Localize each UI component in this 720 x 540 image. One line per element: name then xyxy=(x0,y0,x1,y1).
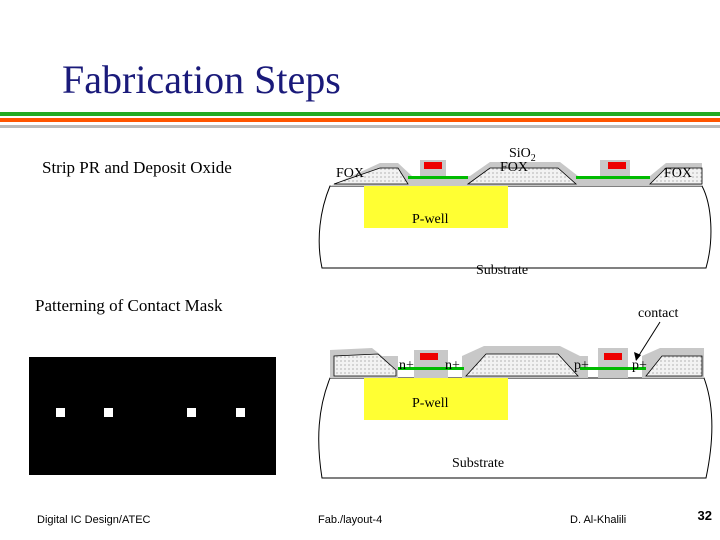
p-plus-label-2: p+ xyxy=(632,358,647,373)
poly-gate-2a xyxy=(420,353,438,360)
contact-mask-hole-3 xyxy=(187,408,196,417)
diffusion-1b xyxy=(576,176,650,179)
sio2-text: SiO xyxy=(509,146,531,161)
fox-region-right-1 xyxy=(649,167,703,185)
title-bar-gray xyxy=(0,125,720,128)
pwell-2 xyxy=(364,378,508,420)
contact-mask-hole-4 xyxy=(236,408,245,417)
pwell-label-2: P-well xyxy=(412,396,449,411)
p-plus-label-1: p+ xyxy=(574,358,589,373)
n-plus-label-1: n+ xyxy=(399,358,414,373)
poly-gate-2b xyxy=(604,353,622,360)
contact-mask-hole-2 xyxy=(104,408,113,417)
footer-left: Digital IC Design/ATEC xyxy=(37,514,151,526)
fox-label-right-1: FOX xyxy=(664,166,693,181)
oxide-layer-2d xyxy=(598,348,628,378)
title-bar-green xyxy=(0,112,720,116)
step-2-label: Patterning of Contact Mask xyxy=(35,296,223,315)
fox-label-left-1: FOX xyxy=(336,166,365,181)
contact-label: contact xyxy=(638,306,679,321)
poly-gate-1a xyxy=(424,162,442,169)
substrate-label-1: Substrate xyxy=(476,263,529,278)
page-number: 32 xyxy=(697,508,712,523)
n-plus-label-2: n+ xyxy=(445,358,460,373)
pwell-label-1: P-well xyxy=(412,212,449,227)
pwell-1 xyxy=(364,186,508,228)
fox-region-left-1 xyxy=(333,167,409,185)
contact-arrowhead xyxy=(634,352,641,361)
contact-arrow xyxy=(635,321,661,361)
title-bar-orange xyxy=(0,118,720,122)
sio2-subscript: 2 xyxy=(530,152,536,164)
fox-region-left-2 xyxy=(333,353,397,377)
footer-center: Fab./layout-4 xyxy=(318,514,383,526)
fox-region-right-2 xyxy=(645,355,703,377)
fox-region-center-2 xyxy=(465,353,579,377)
contact-mask-hole-1 xyxy=(56,408,65,417)
diagram-1 xyxy=(318,160,712,269)
contact-mask xyxy=(29,357,276,475)
diffusion-2a xyxy=(398,367,464,370)
diagram-2 xyxy=(318,321,713,479)
diffusion-2b xyxy=(580,367,646,370)
sio2-fox-label: FOX xyxy=(500,160,529,175)
footer-right: D. Al-Khalili xyxy=(570,514,627,526)
poly-gate-1b xyxy=(608,162,626,169)
step-1-label: Strip PR and Deposit Oxide xyxy=(42,158,232,177)
page-title: Fabrication Steps xyxy=(62,57,341,102)
substrate-label-2: Substrate xyxy=(452,456,505,471)
fox-region-center-1 xyxy=(466,167,578,185)
sio2-label: SiO2 xyxy=(509,146,536,164)
diffusion-1a xyxy=(408,176,468,179)
